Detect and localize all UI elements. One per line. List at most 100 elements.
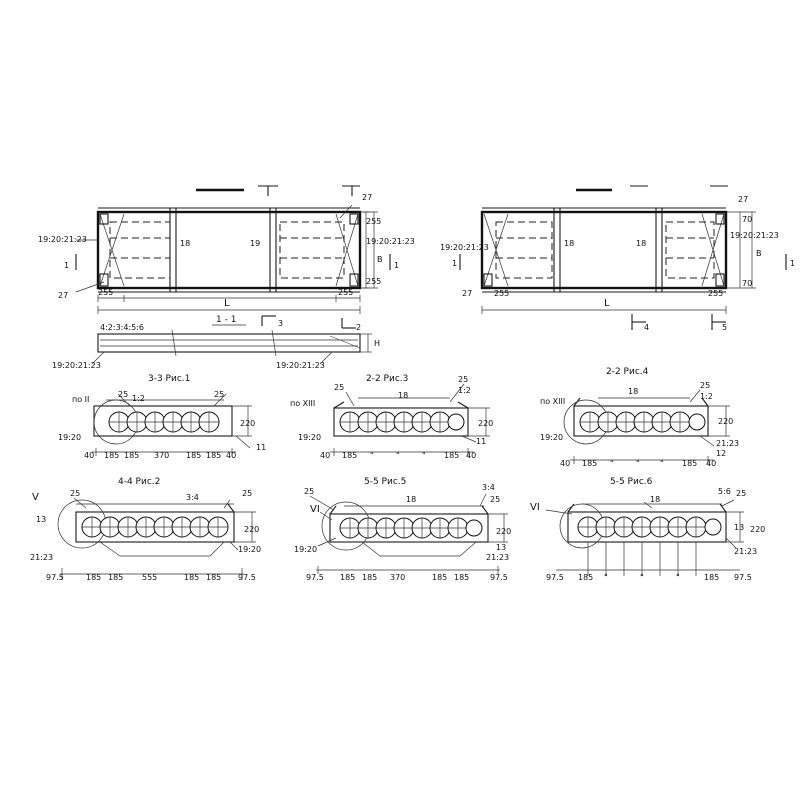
plan-right-section-4: 4 (644, 323, 649, 332)
section-5-5-fig6-ref-left: VI (530, 502, 540, 513)
section-2-2-fig4-top-left: 25 (700, 381, 710, 390)
section-2-2-fig4-ref-bottom: 19:20 (540, 433, 563, 442)
section-3-3-top-left: 25 (118, 390, 128, 399)
section-4-4-top-mid: 3:4 (186, 493, 199, 502)
section-1-1-bottom-left-ref: 19:20:21:23 (52, 361, 101, 370)
dim-value: " (422, 451, 426, 460)
section-3-3-ref-bottom: 19:20 (58, 433, 81, 442)
plan-right-edge-top: 70 (742, 215, 752, 224)
plan-right-length-label: L (604, 298, 610, 309)
plan-right-cut-mark: 1 (452, 259, 457, 268)
plan-left-cut-mark: 1 (64, 261, 69, 270)
plan-right-mark-18-left: 18 (564, 239, 574, 248)
section-3-3-voids (108, 411, 220, 433)
plan-left-length-label: L (224, 298, 230, 309)
section-5-5-fig5-top-left: 25 (304, 487, 314, 496)
section-2-2-fig3-top-left: 25 (334, 383, 344, 392)
dim-value: " (676, 573, 680, 582)
dim-value: 185 (104, 451, 119, 460)
plan-right-dim-255-right: 255 (708, 289, 723, 298)
section-3-3-ref-left: по II (72, 395, 89, 404)
section-5-5-fig5-dims: 97.5 185 185 370 185 185 97.5 (306, 573, 508, 582)
section-1-1-top-ref: 4:2:3:4:5:6 (100, 323, 144, 332)
dim-value: 185 (206, 573, 221, 582)
section-2-2-fig3-right-ref: 11 (476, 437, 486, 446)
section-2-2-fig4: 2-2 Рис.4 по XIII 19:20 25 18 1:2 220 21… (540, 367, 739, 468)
section-5-5-fig5-title: 5-5 Рис.5 (364, 477, 406, 487)
dim-value: 185 (186, 451, 201, 460)
plan-left-cut-mark-right: 1 (394, 261, 399, 270)
section-5-5-fig6-right-ref2: 21:23 (734, 547, 757, 556)
dim-value: 185 (704, 573, 719, 582)
section-5-5-fig6-voids (577, 516, 722, 538)
section-5-5-fig6-title: 5-5 Рис.6 (610, 477, 653, 487)
plan-right-ref-right: 19:20:21:23 (730, 231, 779, 240)
dim-value: " (660, 459, 664, 468)
section-2-2-fig4-ref-left: по XIII (540, 397, 565, 406)
section-3-3-dims: 40 185 185 370 185 185 40 (84, 451, 236, 460)
dim-value: 97.5 (306, 573, 324, 582)
dim-value: 185 (362, 573, 377, 582)
section-5-5-fig5-voids (339, 517, 483, 539)
dim-value: 40 (84, 451, 94, 460)
section-2-2-fig4-top-mid: 18 (628, 387, 638, 396)
section-2-2-fig3-top-right: 25 (458, 375, 468, 384)
section-1-1-height: H (374, 339, 380, 348)
dim-value: 40 (706, 459, 716, 468)
section-3-3-height: 220 (240, 419, 255, 428)
section-1-1: 1 - 1 4:2:3:4:5:6 19:20:21:23 19:20:21:2… (52, 315, 380, 370)
section-4-4-voids (81, 516, 229, 538)
section-5-5-fig5-top-mid: 18 (406, 495, 416, 504)
dim-value: " (610, 459, 614, 468)
section-2-2-fig3-dims: 40 185 " " " 185 40 (320, 451, 476, 460)
dim-value: 185 (342, 451, 357, 460)
section-5-5-fig5: 5-5 Рис.5 VI 19:20 25 18 3:4 2 (294, 477, 511, 582)
section-5-5-fig5-right-ref: 13 (496, 543, 506, 552)
section-3-3-top-right: 25 (214, 390, 224, 399)
section-2-2-fig4-voids (579, 411, 706, 433)
section-4-4-height: 220 (244, 525, 259, 534)
plan-left-edge-top: 255 (366, 217, 381, 226)
dim-value: 185 (682, 459, 697, 468)
section-2-2-fig3-top-mid: 18 (398, 391, 408, 400)
section-5-5-fig5-ref-bottom: 19:20 (294, 545, 317, 554)
dim-value: 185 (578, 573, 593, 582)
section-5-5-fig6: 5-5 Рис.6 VI 18 5:6 25 (530, 477, 765, 582)
section-5-5-fig5-ref-left: VI (310, 504, 320, 515)
section-4-4-ref-left2: 13 (36, 515, 46, 524)
section-4-4-dims: 97.5 185 185 555 185 185 97.5 (46, 573, 256, 582)
plan-left-dim-255-right: 255 (338, 288, 353, 297)
dim-value: 185 (454, 573, 469, 582)
plan-right-mark-18-right: 18 (636, 239, 646, 248)
dim-value: 185 (108, 573, 123, 582)
dim-value: " (636, 459, 640, 468)
section-2-2-fig3-title: 2-2 Рис.3 (366, 374, 408, 384)
plan-left-ref-27-bottom: 27 (58, 291, 68, 300)
section-4-4: 4-4 Рис.2 V 13 21:23 25 3:4 25 220 (30, 477, 261, 582)
dim-value: 40 (466, 451, 476, 460)
plan-left-mark-19: 19 (250, 239, 260, 248)
dim-value: 185 (444, 451, 459, 460)
dim-value: 185 (184, 573, 199, 582)
section-2-2-fig3-voids (339, 411, 465, 433)
dim-value: 185 (86, 573, 101, 582)
plan-left-height-label: B (377, 255, 383, 264)
section-3-3-title: 3-3 Рис.1 (148, 374, 190, 384)
dim-value: " (640, 573, 644, 582)
dim-value: 97.5 (490, 573, 508, 582)
dim-value: 185 (432, 573, 447, 582)
dim-value: 185 (124, 451, 139, 460)
plan-right-ref-27-bottom: 27 (462, 289, 472, 298)
section-5-5-fig6-top-mid: 5:6 (718, 487, 731, 496)
section-4-4-right-ref: 19:20 (238, 545, 261, 554)
section-4-4-top-left: 25 (70, 489, 80, 498)
section-5-5-fig6-top-right: 25 (736, 489, 746, 498)
section-2-2-fig4-height: 220 (718, 417, 733, 426)
dim-value: 370 (154, 451, 169, 460)
dim-value: 185 (582, 459, 597, 468)
section-1-1-title: 1 - 1 (216, 315, 236, 325)
section-4-4-ref-left: V (32, 492, 39, 503)
plan-right: 27 19:20:21:23 27 18 18 19:20:21:23 255 … (440, 185, 795, 332)
section-1-1-bottom-right-ref: 19:20:21:23 (276, 361, 325, 370)
dim-value: 555 (142, 573, 157, 582)
